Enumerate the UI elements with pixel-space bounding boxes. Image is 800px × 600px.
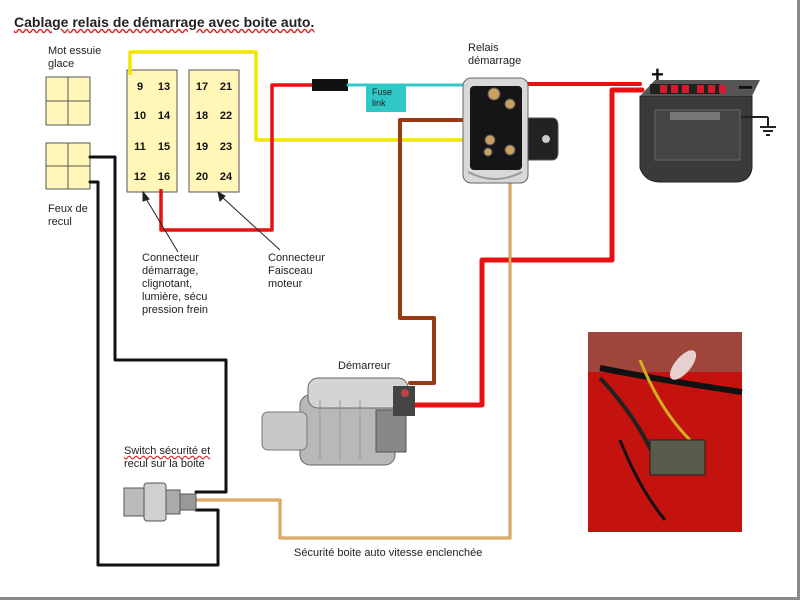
battery-plus: + (651, 62, 664, 87)
pin-22: 22 (214, 104, 238, 128)
fuse-link (312, 79, 348, 91)
label-connector-engine: Connecteur Faisceau moteur (268, 252, 325, 290)
label-gear-safety: Sécurité boite auto vitesse enclenchée (294, 547, 483, 559)
pin-21: 21 (214, 75, 238, 99)
starter-relay (462, 77, 559, 184)
ground-symbol (741, 116, 776, 136)
pin-16: 16 (152, 165, 176, 189)
wire-black-reverse-1 (88, 155, 228, 494)
wire-black-reverse-2 (88, 180, 220, 567)
battery (639, 80, 760, 183)
diagram-title: Cablage relais de démarrage avec boite a… (14, 14, 315, 30)
wiper-motor-connector (45, 76, 91, 126)
label-switch: Switch sécurité et recul sur la boite (124, 445, 211, 470)
pin-10: 10 (128, 104, 152, 128)
reverse-light-connector (45, 142, 91, 190)
pin-19: 19 (190, 135, 214, 159)
pin-13: 13 (152, 75, 176, 99)
label-starter: Démarreur (338, 360, 391, 372)
pin-14: 14 (152, 104, 176, 128)
pin-9: 9 (128, 75, 152, 99)
pin-23: 23 (214, 135, 238, 159)
wire-brown (398, 118, 496, 385)
pin-20: 20 (190, 165, 214, 189)
wiring-photo (588, 332, 743, 532)
wire-red-starter (407, 87, 645, 408)
wire-safety (194, 148, 512, 540)
pin-24: 24 (214, 165, 238, 189)
pin-12: 12 (128, 165, 152, 189)
wire-yellow (128, 50, 492, 142)
pin-18: 18 (190, 104, 214, 128)
pin-11: 11 (128, 135, 152, 159)
battery-minus: − (738, 72, 753, 102)
pin-15: 15 (152, 135, 176, 159)
starter-motor (261, 377, 415, 466)
label-connector-start: Connecteur démarrage, clignotant, lumièr… (142, 252, 209, 316)
safety-switch (123, 482, 197, 522)
pin-17: 17 (190, 75, 214, 99)
